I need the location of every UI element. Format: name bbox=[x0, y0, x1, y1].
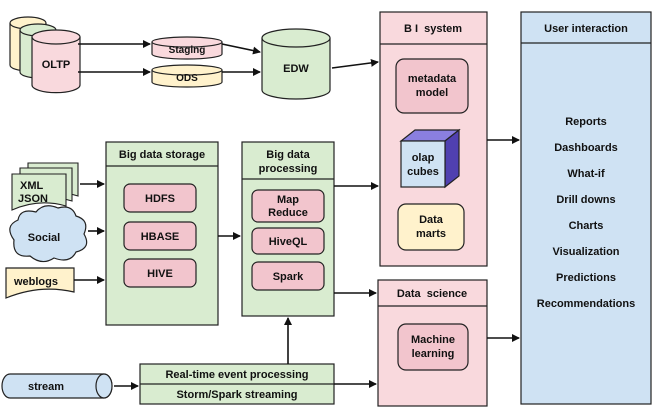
data-marts-label-line2: marts bbox=[416, 228, 446, 240]
oltp-label: OLTP bbox=[42, 59, 71, 71]
arrow-staging-edw bbox=[221, 43, 261, 55]
ods-database-icon: ODS bbox=[151, 64, 223, 88]
user-interaction-panel: User interaction Reports Dashboards What… bbox=[520, 11, 652, 405]
machine-learning-label-line2: learning bbox=[412, 348, 455, 360]
data-marts-box: Data marts bbox=[397, 203, 465, 251]
hiveql-box: HiveQL bbox=[251, 227, 325, 255]
weblogs-label: weblogs bbox=[13, 276, 58, 288]
ui-item-drill-downs: Drill downs bbox=[556, 194, 615, 206]
ui-item-recommendations: Recommendations bbox=[537, 298, 635, 310]
hive-box: HIVE bbox=[123, 258, 197, 288]
olap-label-line2: cubes bbox=[407, 166, 439, 178]
edw-database-icon: EDW bbox=[261, 28, 331, 100]
realtime-label-line1: Real-time event processing bbox=[165, 369, 308, 381]
hbase-label: HBASE bbox=[141, 231, 180, 243]
hive-label: HIVE bbox=[147, 268, 173, 280]
oltp-database-icon: OLTP bbox=[9, 16, 81, 94]
staging-label: Staging bbox=[169, 45, 206, 56]
metadata-model-box: metadata model bbox=[395, 58, 469, 114]
hdfs-box: HDFS bbox=[123, 183, 197, 213]
xml-json-document-icon: XML JSON bbox=[11, 162, 79, 211]
hdfs-label: HDFS bbox=[145, 193, 175, 205]
hiveql-label: HiveQL bbox=[269, 236, 308, 248]
realtime-processing-box: Real-time event processing Storm/Spark s… bbox=[139, 363, 335, 405]
metadata-label-line2: model bbox=[416, 87, 448, 99]
big-data-processing-title-line1: Big data bbox=[266, 149, 310, 161]
social-label: Social bbox=[28, 232, 60, 244]
olap-label-line1: olap bbox=[412, 152, 435, 164]
big-data-processing-title-line2: processing bbox=[259, 163, 318, 175]
ui-item-charts: Charts bbox=[569, 220, 604, 232]
connector-arrows bbox=[74, 40, 520, 390]
weblogs-document-icon: weblogs bbox=[5, 267, 75, 299]
stream-cylinder-icon: stream bbox=[1, 373, 113, 399]
data-science-title: Data science bbox=[397, 288, 467, 300]
map-reduce-label-line1: Map bbox=[277, 194, 299, 206]
olap-cubes-icon: olap cubes bbox=[399, 128, 461, 189]
big-data-storage-title: Big data storage bbox=[119, 149, 205, 161]
machine-learning-box: Machine learning bbox=[397, 323, 469, 371]
machine-learning-label-line1: Machine bbox=[411, 334, 455, 346]
spark-label: Spark bbox=[273, 271, 304, 283]
staging-database-icon: Staging bbox=[151, 36, 223, 60]
ui-item-reports: Reports bbox=[565, 116, 607, 128]
ui-item-what-if: What-if bbox=[567, 168, 605, 180]
realtime-label-line2: Storm/Spark streaming bbox=[176, 389, 297, 401]
data-marts-label-line1: Data bbox=[419, 214, 444, 226]
ui-item-predictions: Predictions bbox=[556, 272, 616, 284]
xml-label: XML bbox=[20, 180, 44, 192]
map-reduce-label-line2: Reduce bbox=[268, 207, 308, 219]
user-interaction-title: User interaction bbox=[544, 23, 628, 35]
metadata-label-line1: metadata bbox=[408, 73, 457, 85]
ods-label: ODS bbox=[176, 73, 198, 84]
ui-item-dashboards: Dashboards bbox=[554, 142, 618, 154]
map-reduce-box: Map Reduce bbox=[251, 189, 325, 223]
arrow-edw-bi bbox=[331, 58, 379, 69]
ui-item-visualization: Visualization bbox=[552, 246, 619, 258]
social-cloud-icon: Social bbox=[9, 205, 88, 263]
stream-label: stream bbox=[28, 381, 64, 393]
bi-system-title: B I system bbox=[404, 23, 462, 35]
spark-box: Spark bbox=[251, 261, 325, 291]
edw-label: EDW bbox=[283, 63, 309, 75]
json-label: JSON bbox=[18, 193, 48, 205]
hbase-box: HBASE bbox=[123, 221, 197, 251]
